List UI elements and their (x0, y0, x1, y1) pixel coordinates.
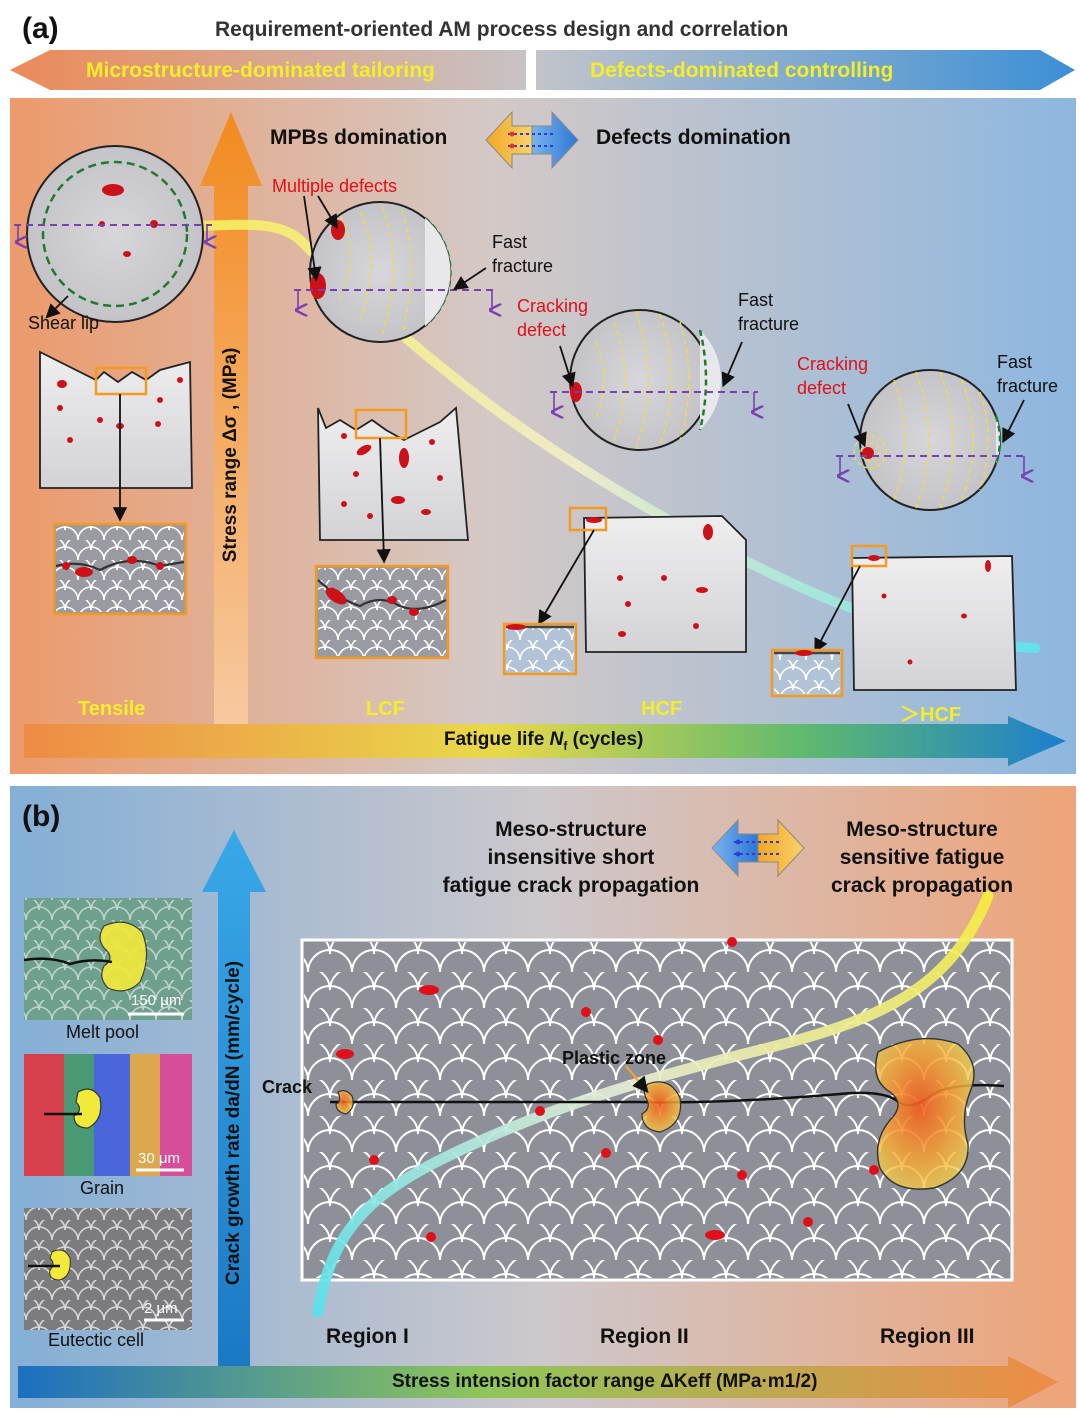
panel-a (10, 50, 1076, 774)
insensitive-line-1: Meso-structure (495, 818, 647, 841)
panel-b-letter: (b) (22, 800, 61, 833)
cracking-defect-label-hcf: Cracking defect (517, 296, 589, 340)
sensitive-line-1: Meso-structure (846, 818, 998, 841)
exchange-arrow-a (485, 110, 579, 170)
fatigue-life-axis-var: N (549, 729, 564, 750)
region-iii-label: Region III (880, 1325, 975, 1348)
fatigue-life-axis-suffix: (cycles) (567, 729, 644, 750)
plastic-zone-small (335, 1090, 354, 1115)
cracking-defect-label-vhcf: Cracking defect (797, 354, 869, 398)
plastic-zone-label: Plastic zone (562, 1048, 667, 1068)
fast-fracture-label-lcf: Fast fracture (492, 232, 554, 276)
defects-domination-label: Defects domination (596, 126, 791, 149)
stress-intensity-axis-label: Stress intension factor range ΔKeff (MPa… (392, 1371, 818, 1392)
vhcf-fracture-disc (836, 369, 1028, 511)
multiple-defects-label: Multiple defects (272, 176, 398, 196)
eutectic-scale: 2 μm (144, 1300, 178, 1317)
crack-growth-axis-label: Crack growth rate da/dN (mm/cycle) (223, 960, 244, 1286)
stress-range-axis (200, 112, 262, 724)
fatigue-life-axis (24, 716, 1066, 766)
stress-range-axis-label: Stress range Δσ , (MPa) (220, 347, 241, 563)
panel-a-letter: (a) (22, 12, 59, 45)
insensitive-label: Meso-structure insensitive short fatigue… (416, 816, 726, 900)
plastic-zone-large (875, 1037, 975, 1190)
melt-pool-micrograph (23, 898, 192, 1020)
sensitive-label: Meso-structure sensitive fatigue crack p… (812, 816, 1032, 900)
fatigue-life-axis-sub: f (563, 738, 568, 753)
fatigue-life-axis-label: Fatigue life Nf (cycles) (444, 729, 643, 753)
hcf-fracture-disc (550, 309, 758, 451)
crack-growth-curve (312, 890, 994, 1318)
plastic-zone-medium (641, 1081, 682, 1133)
grain-scale: 30 μm (138, 1150, 180, 1167)
region-i-label: Region I (326, 1325, 409, 1348)
panel-b (10, 786, 1076, 1408)
hcf-specimen-block (502, 506, 747, 676)
sensitive-line-2: sensitive fatigue (839, 846, 1005, 869)
tensile-fracture-disc (14, 145, 212, 323)
fast-fracture-label-vhcf: Fast fracture (997, 352, 1059, 396)
regime-tensile: Tensile (78, 698, 146, 720)
melt-pool-scale: 150 μm (131, 992, 182, 1009)
exchange-arrow-b (711, 818, 805, 878)
regime-vhcf: ＞HCF (900, 704, 962, 726)
eutectic-caption: Eutectic cell (48, 1330, 145, 1350)
crack-label: Crack (262, 1077, 313, 1097)
crack-growth-axis (202, 830, 266, 1366)
grain-caption: Grain (80, 1178, 125, 1198)
regime-hcf: HCF (641, 698, 683, 720)
banner-left-arrow (10, 50, 526, 90)
lcf-fracture-disc (294, 195, 496, 343)
melt-pool-caption: Melt pool (66, 1022, 140, 1042)
sensitive-line-3: crack propagation (830, 874, 1014, 897)
mpb-domination-label: MPBs domination (270, 126, 448, 149)
regime-lcf: LCF (366, 698, 405, 720)
insensitive-line-2: insensitive short (487, 846, 655, 869)
stress-intensity-axis (18, 1356, 1058, 1408)
banner-right-label: Defects-dominated controlling (590, 59, 894, 82)
eutectic-cell-micrograph (24, 1208, 192, 1330)
shear-lip-label: Shear lip (28, 313, 100, 333)
tensile-specimen-block (39, 350, 193, 616)
region-ii-label: Region II (600, 1325, 689, 1348)
lcf-specimen-block (314, 406, 469, 660)
grain-micrograph (24, 1054, 192, 1176)
banner-left-label: Microstructure-dominated tailoring (86, 59, 435, 82)
vhcf-specimen-block (770, 544, 1017, 698)
banner-right-arrow (536, 50, 1075, 90)
fatigue-life-axis-prefix: Fatigue life (444, 729, 550, 750)
panel-a-title: Requirement-oriented AM process design a… (215, 18, 789, 41)
meso-defects (336, 937, 879, 1242)
fast-fracture-label-hcf: Fast fracture (738, 290, 800, 334)
insensitive-line-3: fatigue crack propagation (442, 874, 700, 897)
